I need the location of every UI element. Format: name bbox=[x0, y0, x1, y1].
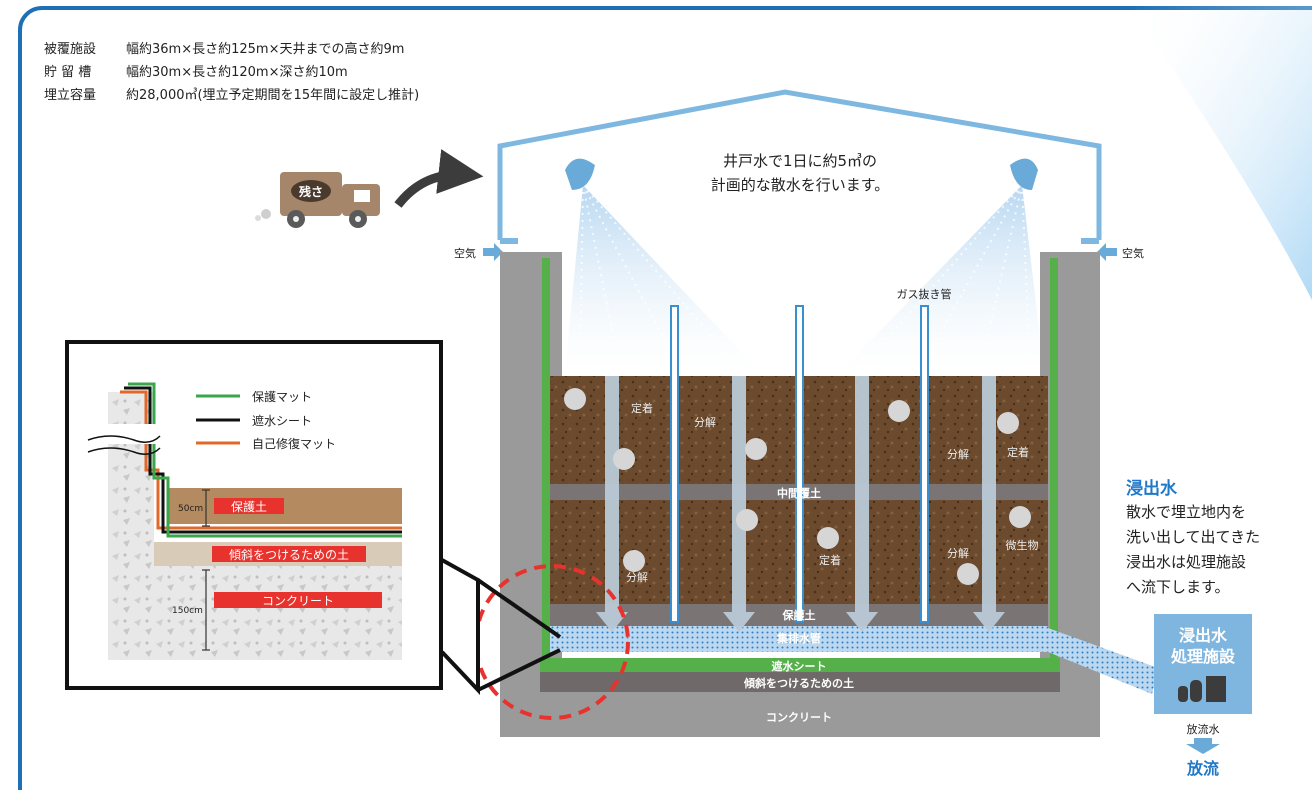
sprinkler-note-1: 井戸水で1日に約5㎥の bbox=[723, 152, 877, 170]
leachate-description: 散水で埋立地内を 洗い出して出てきた 浸出水は処理施設 へ流下します。 bbox=[1126, 503, 1261, 596]
spec-row: 被覆施設幅約36m×長さ約125m×天井までの高さ約9m bbox=[44, 42, 405, 57]
layer-protect-soil: 保護土 bbox=[782, 608, 816, 622]
legend-self-repair-mat: 自己修復マット bbox=[252, 436, 336, 451]
corner-wash bbox=[1130, 6, 1312, 300]
air-arrow-left bbox=[483, 243, 503, 261]
roof-outline bbox=[497, 89, 1102, 240]
spec-list: 被覆施設幅約36m×長さ約125m×天井までの高さ約9m 貯 留 槽幅約30m×… bbox=[44, 38, 419, 107]
process-decomp-3: 分解 bbox=[947, 447, 969, 461]
gas-pipes bbox=[670, 305, 929, 623]
detail-callout-circle bbox=[474, 564, 630, 720]
discharge-arrow bbox=[1186, 738, 1220, 754]
process-fix-2: 定着 bbox=[819, 553, 841, 567]
slope-soil-layer bbox=[540, 672, 1060, 692]
inset-dimensions bbox=[202, 489, 210, 651]
process-fix-3: 定着 bbox=[1007, 445, 1029, 459]
air-arrow-right bbox=[1097, 243, 1117, 261]
leach-arrows bbox=[596, 376, 1005, 632]
microbe-icons bbox=[564, 388, 1031, 585]
outer-frame bbox=[18, 6, 1312, 790]
air-label-left: 空気 bbox=[454, 246, 476, 260]
water-sheet-layer bbox=[540, 658, 1060, 672]
layer-water-sheet: 遮水シート bbox=[772, 659, 827, 673]
legend-protect-mat: 保護マット bbox=[252, 389, 312, 404]
tank-icons bbox=[1178, 676, 1226, 702]
spray-right bbox=[840, 185, 1044, 372]
spec-row: 埋立容量約28,000㎥(埋立予定期間を15年間に設定し推計) bbox=[44, 88, 420, 103]
facility-line-1: 浸出水 bbox=[1179, 626, 1228, 645]
layer-middle-soil: 中間覆土 bbox=[777, 486, 821, 500]
process-fix-1: 定着 bbox=[631, 401, 653, 415]
treatment-facility bbox=[1154, 614, 1252, 714]
layer-drain-pipe: 集排水管 bbox=[776, 631, 821, 645]
truck-icon bbox=[255, 172, 380, 228]
discharge-label: 放流 bbox=[1186, 759, 1219, 778]
leachate-title: 浸出水 bbox=[1126, 479, 1177, 499]
truck-arrow bbox=[394, 149, 484, 208]
legend-water-sheet: 遮水シート bbox=[252, 413, 312, 428]
process-decomp-1: 分解 bbox=[694, 415, 716, 429]
sprinkler-note-2: 計画的な散水を行います。 bbox=[711, 176, 890, 194]
sprinkler-left-icon bbox=[565, 158, 595, 190]
spray-left bbox=[565, 185, 760, 372]
truck-label: 残さ bbox=[299, 184, 323, 199]
dim-150cm: 150cm bbox=[172, 606, 203, 616]
dim-50cm: 50cm bbox=[178, 504, 203, 514]
inset-slope-soil-label: 傾斜をつけるための土 bbox=[229, 548, 349, 562]
inset-legend bbox=[196, 394, 240, 445]
process-decomp-2: 分解 bbox=[626, 570, 648, 584]
discharge-water-label: 放流水 bbox=[1187, 722, 1220, 736]
inset-concrete-label: コンクリート bbox=[262, 594, 334, 608]
process-microbe: 微生物 bbox=[1006, 538, 1039, 552]
layer-concrete: コンクリート bbox=[766, 711, 832, 724]
inset-protect-soil-label: 保護土 bbox=[231, 499, 267, 514]
inset-protect-soil-layer bbox=[168, 488, 402, 524]
process-decomp-4: 分解 bbox=[947, 546, 969, 560]
spec-row: 貯 留 槽幅約30m×長さ約120m×深さ約10m bbox=[44, 65, 348, 80]
callout-pointer bbox=[440, 558, 480, 696]
layer-slope-soil: 傾斜をつけるための土 bbox=[743, 676, 854, 690]
facility-line-2: 処理施設 bbox=[1171, 647, 1236, 666]
gas-pipe-label: ガス抜き管 bbox=[897, 287, 952, 301]
air-label-right: 空気 bbox=[1122, 246, 1144, 260]
sprinkler-right-icon bbox=[1010, 158, 1038, 190]
